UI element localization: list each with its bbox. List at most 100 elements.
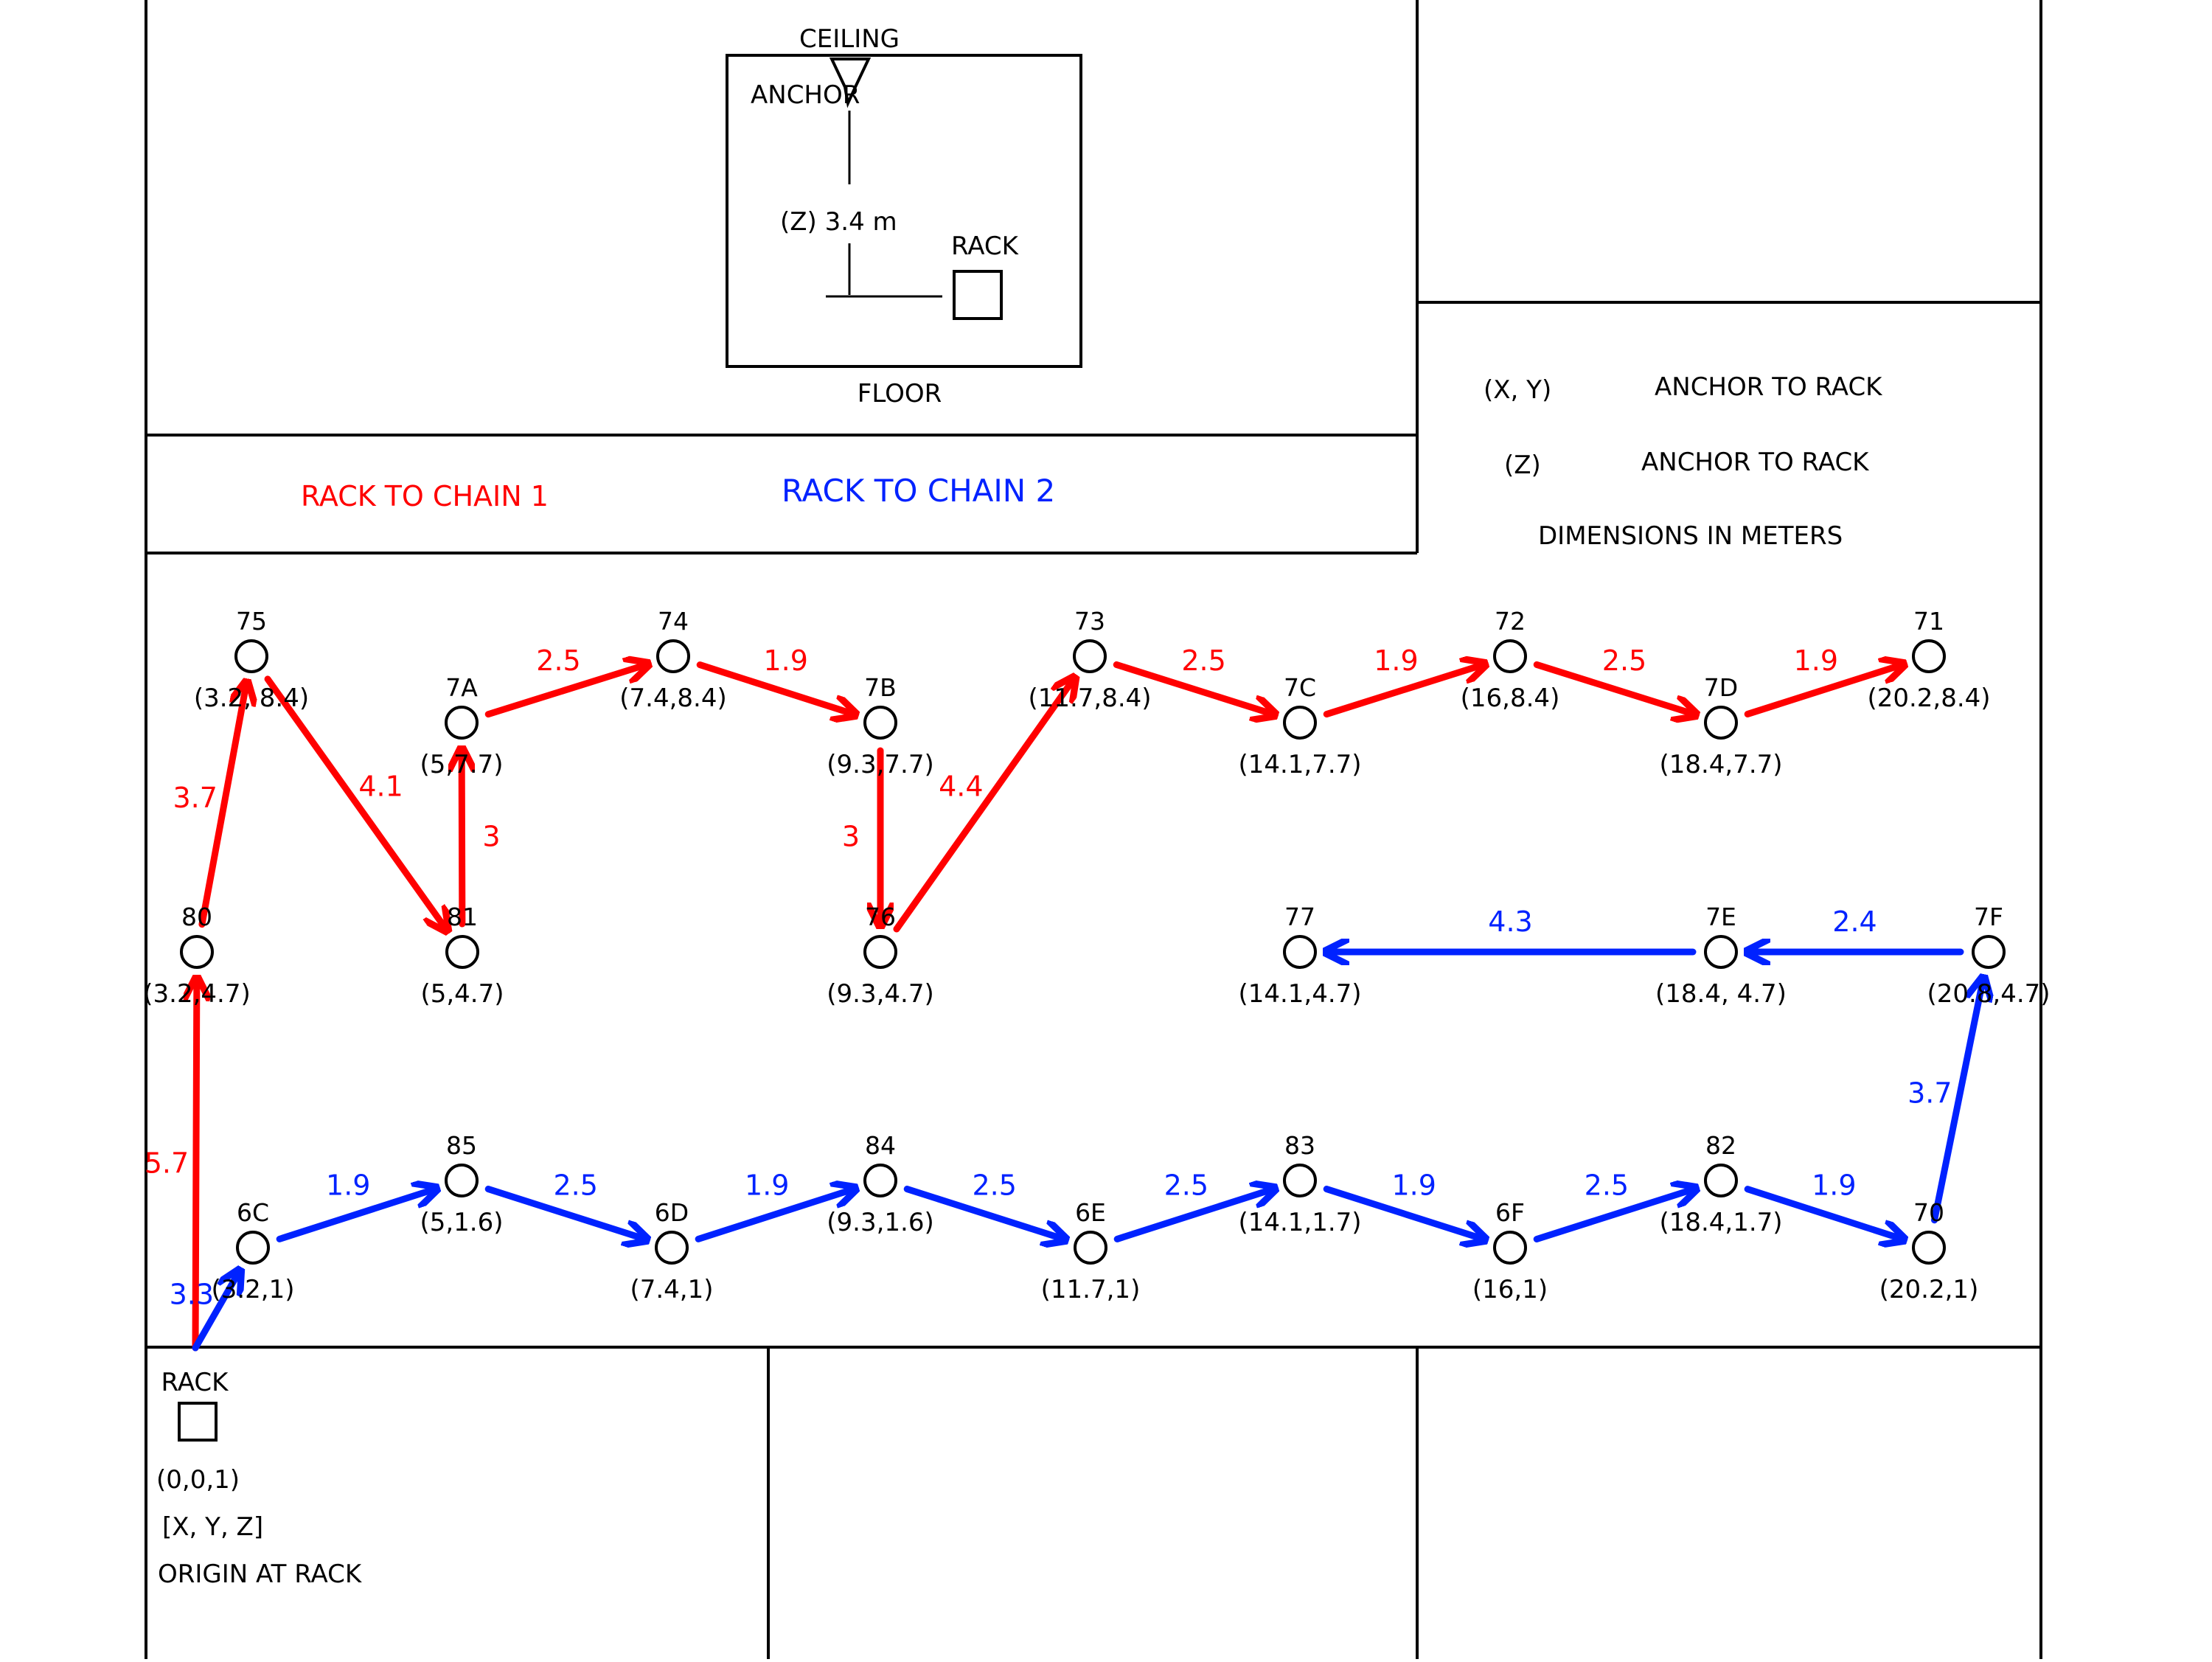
elevation-inset: CEILING ANCHOR (Z) 3.4 m RACK FLOOR [726, 24, 1082, 408]
chain2-edge-length: 1.9 [745, 1169, 789, 1201]
anchor-node-circle [1283, 706, 1317, 740]
anchor-node-id: 7A [445, 673, 478, 702]
chain1-edge-7a-74: 2.5 [484, 644, 646, 718]
anchor-node-7f: 7F(20.8,4.7) [1927, 903, 2050, 1009]
anchor-node-circle [1704, 706, 1738, 740]
anchor-node-circle [236, 1231, 270, 1265]
anchor-node-id: 7C [1284, 673, 1316, 702]
key-notes: (X, Y) ANCHOR TO RACK (Z) ANCHOR TO RACK… [1484, 372, 1883, 551]
anchor-node-id: 7D [1704, 673, 1738, 702]
floor-label: FLOOR [858, 379, 942, 408]
anchor-node-7a: 7A (5,7.7) [420, 673, 503, 779]
chain2-edge-83-6f: 1.9 [1323, 1169, 1484, 1239]
chain2-edge-length: 2.4 [1832, 905, 1877, 938]
anchor-node-6f: 6F(16,1) [1472, 1198, 1548, 1304]
height-label: (Z) 3.4 m [780, 207, 897, 237]
anchor-node-circle [1074, 1231, 1107, 1265]
anchor-node-id: 83 [1284, 1131, 1315, 1160]
anchor-node-7e: 7E(18.4, 4.7) [1655, 903, 1787, 1009]
anchor-node-74: 74(7.4,8.4) [619, 607, 726, 713]
anchor-node-coordinate: (18.4, 4.7) [1655, 979, 1787, 1009]
anchor-node-7c: 7C(14.1,7.7) [1238, 673, 1361, 779]
anchor-node-coordinate: (20.2,8.4) [1867, 684, 1990, 713]
chain1-edge-length: 1.9 [1794, 644, 1838, 677]
anchor-node-7b: 7B(9.3,7.7) [827, 673, 933, 779]
chain1-edge-length: 2.5 [536, 644, 580, 677]
z-description: ANCHOR TO RACK [1641, 448, 1870, 477]
chain2-edge-length: 2.5 [553, 1169, 597, 1201]
chain1-arrow [1533, 661, 1694, 714]
anchor-node-coordinate: (16,8.4) [1461, 684, 1560, 713]
chain2-edge-length: 3.3 [170, 1279, 214, 1311]
anchor-node-circle [445, 1164, 479, 1197]
chain1-arrow [1744, 665, 1902, 717]
chain1-edge-7b-76: 3 [842, 747, 880, 924]
anchor-node-6d: 6D(7.4,1) [630, 1198, 713, 1304]
anchor-node-circle [863, 1164, 897, 1197]
chain2-edge-length: 2.5 [1164, 1169, 1208, 1201]
chain1-edge-length: 2.5 [1181, 644, 1225, 677]
chain1-arrow [198, 684, 246, 928]
chain2-edge-length: 1.9 [1391, 1169, 1436, 1201]
chain1-arrow [1113, 661, 1273, 714]
chain2-arrow [903, 1186, 1064, 1239]
anchor-node-coordinate: (5,7.7) [420, 750, 503, 779]
inset-rack-icon [953, 270, 1003, 320]
anchor-node-coordinate: (5,1.6) [420, 1208, 503, 1237]
chain1-edge-75-81: 4.1 [264, 675, 446, 929]
chain1-arrow [195, 980, 197, 1352]
anchor-node-circle [863, 706, 897, 740]
anchor-node-coordinate: (14.1,4.7) [1238, 979, 1361, 1009]
chain1-edge-73-7c: 2.5 [1113, 644, 1273, 714]
anchor-node-coordinate: (20.2,1) [1879, 1275, 1979, 1304]
anchor-node-coordinate: (18.4,1.7) [1659, 1208, 1782, 1237]
chain1-arrow [893, 679, 1074, 933]
chain1-edge-length: 4.4 [939, 770, 983, 802]
anchor-node-70: 70(20.2,1) [1879, 1198, 1979, 1304]
chain1-edge-length: 4.1 [358, 770, 403, 802]
anchor-node-82: 82 (18.4,1.7) [1659, 1131, 1782, 1237]
anchor-node-circle [1912, 639, 1946, 673]
anchor-node-81: 81(5,4.7) [420, 903, 504, 1009]
anchor-node-circle [1912, 1231, 1946, 1265]
chain2-edge-length: 1.9 [326, 1169, 370, 1201]
anchor-node-72: 72(16,8.4) [1461, 607, 1560, 713]
anchor-node-circle [1493, 639, 1527, 673]
anchor-node-id: 81 [447, 903, 478, 931]
anchor-node-coordinate: (18.4,7.7) [1659, 750, 1782, 779]
rack-coordinate: (0,0,1) [156, 1465, 240, 1495]
anchor-node-circle [1704, 1164, 1738, 1197]
chain2-arrow [1744, 1186, 1902, 1239]
chain1-arrow [1323, 664, 1484, 718]
chain2-arrow [192, 1272, 239, 1352]
anchor-node-circle [863, 935, 897, 969]
anchor-node-circle [1972, 935, 2006, 969]
anchor-node-circle [234, 639, 268, 673]
anchor-node-80: 80(3.2,4.7) [143, 903, 250, 1009]
anchor-node-id: 71 [1913, 607, 1944, 636]
chain1-edge-length: 1.9 [763, 644, 807, 677]
anchor-node-id: 7B [864, 673, 897, 702]
chain2-arrow [1931, 979, 1983, 1224]
anchor-node-73: 73(11.7,8.4) [1028, 607, 1151, 713]
rack-label: RACK [161, 1368, 230, 1397]
chain2-edge-84-6e: 2.5 [903, 1169, 1064, 1239]
anchor-node-coordinate: (11.7,8.4) [1028, 684, 1151, 713]
anchor-node-circle [180, 935, 214, 969]
chain2-edge-70-7f: 3.7 [1907, 979, 1983, 1224]
anchor-node-coordinate: (20.8,4.7) [1927, 979, 2050, 1009]
chain1-arrow [696, 661, 854, 714]
anchor-node-id: 82 [1705, 1131, 1736, 1160]
anchor-node-coordinate: (7.4,8.4) [619, 684, 726, 713]
anchor-node-84: 84(9.3,1.6) [827, 1131, 933, 1237]
chain1-arrow [484, 664, 646, 718]
chain2-edge-7f-7e: 2.4 [1749, 905, 1964, 952]
chain1-edge-length: 3.7 [173, 782, 217, 814]
chain1-edge-72-7d: 2.5 [1533, 644, 1694, 714]
chain2-edge-6d-84: 1.9 [695, 1169, 854, 1242]
xy-symbol: (X, Y) [1484, 375, 1551, 405]
units-note: DIMENSIONS IN METERS [1538, 521, 1843, 551]
